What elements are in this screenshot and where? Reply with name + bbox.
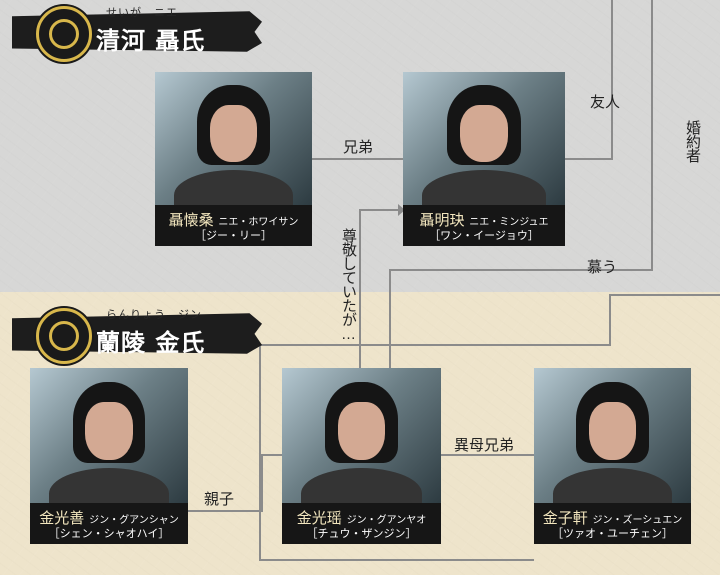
line-fiance <box>389 0 653 368</box>
person-reading: ジン・グアンヤオ <box>346 515 427 526</box>
portrait-photo <box>155 72 312 205</box>
person-name: 聶明玦 <box>419 211 465 229</box>
line-fiance-lower <box>259 294 720 561</box>
person-card-nie-mingjue: 聶明玦 ニエ・ミンジュエ ［ワン・イージョウ］ <box>403 72 565 246</box>
person-actor: ［チュウ・ザンジン］ <box>306 527 417 540</box>
person-name: 金子軒 <box>542 509 588 527</box>
person-actor: ［ワン・イージョウ］ <box>429 229 539 242</box>
person-card-jin-guangshan: 金光善 ジン・グアンシャン ［シェン・シャオハイ］ <box>30 368 188 544</box>
arrow-head <box>398 204 405 216</box>
person-reading: ジン・ズーシュエン <box>592 515 683 526</box>
nie-crest-icon <box>36 6 92 62</box>
line-parent-child <box>188 454 282 512</box>
person-reading: ジン・グアンシャン <box>89 515 179 526</box>
person-actor: ［ツァオ・ユーチェン］ <box>552 527 673 540</box>
person-name: 聶懐桑 <box>168 211 214 229</box>
clan-banner-jin: らんりょう ジン 蘭陵 金氏 <box>0 302 270 366</box>
line-respect <box>359 209 403 370</box>
person-name-line: 聶懐桑 ニエ・ホワイサン <box>155 209 312 230</box>
person-actor: ［ジー・リー］ <box>195 229 272 242</box>
person-name-line: 金光善 ジン・グアンシャン <box>30 507 188 528</box>
person-name-line: 聶明玦 ニエ・ミンジュエ <box>403 209 565 230</box>
person-caption: 聶懐桑 ニエ・ホワイサン ［ジー・リー］ <box>155 205 312 246</box>
line-friend <box>565 0 613 160</box>
person-name: 金光瑶 <box>296 509 342 527</box>
jin-crest-icon <box>36 308 92 364</box>
relation-label-respect: 尊敬していたが… <box>340 228 357 342</box>
clan-name: 蘭陵 金氏 <box>96 328 206 357</box>
person-card-jin-zixuan: 金子軒 ジン・ズーシュエン ［ツァオ・ユーチェン］ <box>534 368 691 544</box>
relation-label-half-brothers: 異母兄弟 <box>454 437 515 454</box>
person-reading: ニエ・ホワイサン <box>218 217 299 228</box>
clan-name: 清河 聶氏 <box>96 26 206 55</box>
relation-label-admire: 慕う <box>587 259 618 276</box>
person-card-jin-guangyao: 金光瑶 ジン・グアンヤオ ［チュウ・ザンジン］ <box>282 368 441 544</box>
person-caption: 聶明玦 ニエ・ミンジュエ ［ワン・イージョウ］ <box>403 205 565 246</box>
clan-ruby: せいが ニエ <box>106 6 178 19</box>
portrait-photo <box>282 368 441 503</box>
relation-label-brothers: 兄弟 <box>343 139 374 156</box>
person-actor: ［シェン・シャオハイ］ <box>48 527 170 540</box>
person-reading: ニエ・ミンジュエ <box>469 217 549 228</box>
clan-banner-nie: せいが ニエ 清河 聶氏 <box>0 0 270 64</box>
person-name-line: 金子軒 ジン・ズーシュエン <box>534 507 691 528</box>
person-caption: 金子軒 ジン・ズーシュエン ［ツァオ・ユーチェン］ <box>534 503 691 544</box>
relation-label-parent-child: 親子 <box>204 491 235 508</box>
person-caption: 金光瑶 ジン・グアンヤオ ［チュウ・ザンジン］ <box>282 503 441 544</box>
portrait-photo <box>403 72 565 205</box>
relation-label-friend: 友人 <box>590 94 621 111</box>
person-card-nie-huaisang: 聶懐桑 ニエ・ホワイサン ［ジー・リー］ <box>155 72 312 246</box>
relation-label-fiance: 婚約者 <box>684 120 701 162</box>
portrait-photo <box>534 368 691 503</box>
clan-ruby: らんりょう ジン <box>106 308 202 321</box>
person-name-line: 金光瑶 ジン・グアンヤオ <box>282 507 441 528</box>
portrait-photo <box>30 368 188 503</box>
person-caption: 金光善 ジン・グアンシャン ［シェン・シャオハイ］ <box>30 503 188 544</box>
person-name: 金光善 <box>39 509 85 527</box>
